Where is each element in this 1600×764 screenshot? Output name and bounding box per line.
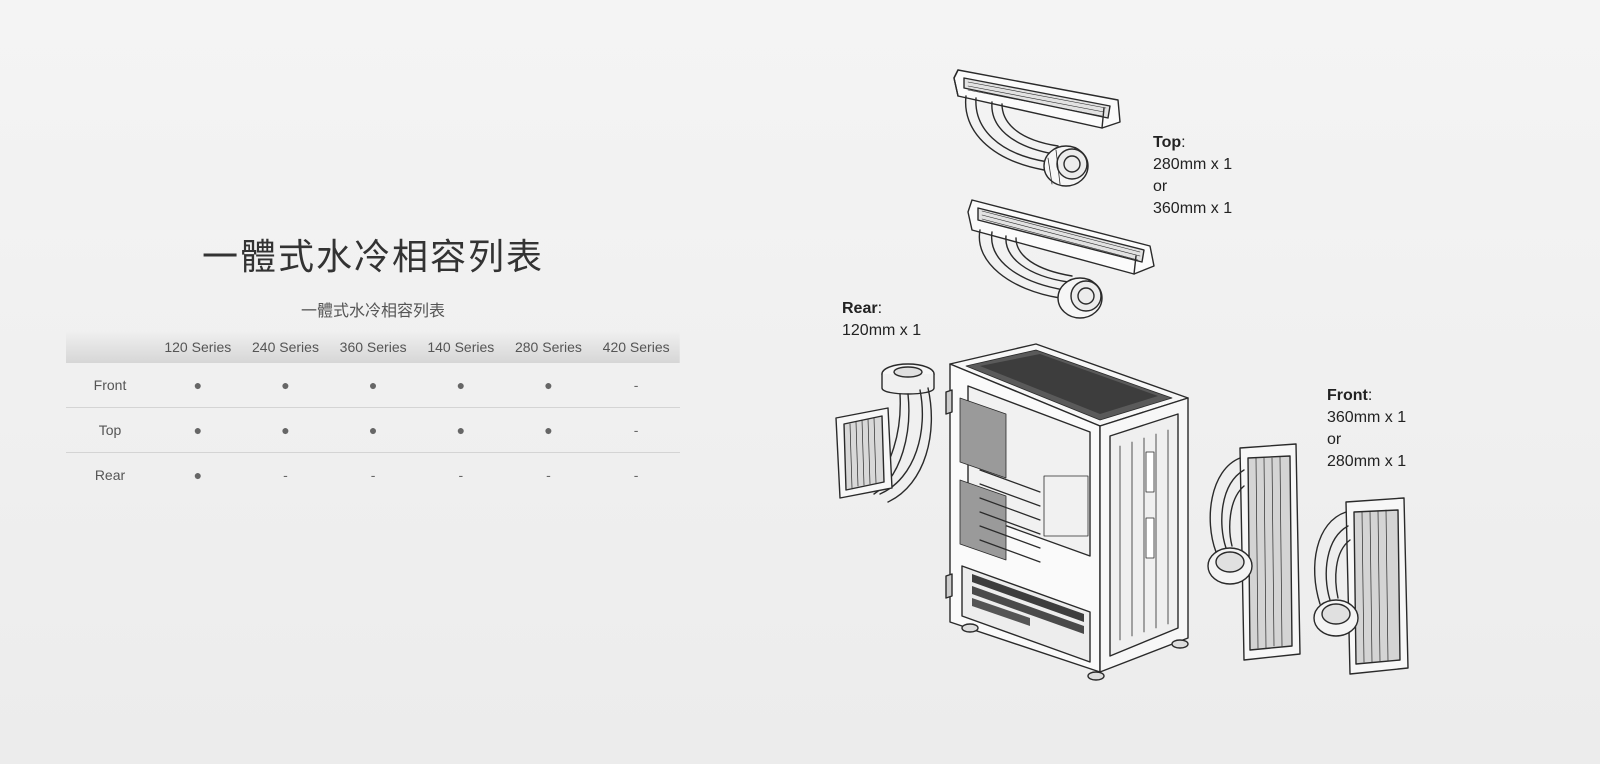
annotation-top-line-3: 360mm x 1: [1153, 200, 1233, 217]
table-row-rear: Rear ● - - - - -: [66, 453, 680, 498]
row-label-top: Top: [66, 407, 154, 453]
row-label-rear: Rear: [94, 467, 126, 483]
cell-top-240: ●: [241, 407, 330, 453]
annotation-front-line-2: or: [1327, 431, 1342, 448]
cell-top-280: ●: [504, 407, 593, 453]
front-radiator-360-drawing: [1207, 443, 1301, 661]
annotation-front-colon: :: [1367, 387, 1373, 404]
column-header-360-series: 360 Series: [339, 339, 407, 355]
compatibility-table: 120 Series 240 Series 360 Series 140 Ser…: [66, 331, 680, 497]
annotation-rear-title: Rear: [842, 300, 878, 317]
cell-front-360: ●: [329, 363, 417, 408]
annotation-rear: Rear: 120mm x 1: [842, 298, 921, 342]
annotation-rear-line-1: 120mm x 1: [842, 322, 922, 339]
column-header-420-series: 420 Series: [602, 339, 670, 355]
cell-rear-140: -: [458, 467, 464, 483]
cell-front-240: ●: [241, 363, 330, 408]
annotation-top-line-1: 280mm x 1: [1153, 156, 1233, 173]
cell-top-140: ●: [416, 407, 505, 453]
front-radiator-280-drawing: [1313, 497, 1409, 675]
cell-rear-360: -: [370, 467, 376, 483]
cell-rear-420: -: [633, 467, 639, 483]
table-row-front: Front ● ● ● ● ● -: [66, 363, 680, 408]
cell-front-140: ●: [416, 363, 505, 408]
annotation-front-title: Front: [1327, 387, 1368, 404]
annotation-top-colon: :: [1181, 134, 1186, 151]
table-header-row: 120 Series 240 Series 360 Series 140 Ser…: [66, 331, 680, 363]
row-label-front: Front: [66, 363, 154, 408]
annotation-top-line-2: or: [1153, 178, 1168, 195]
annotation-top-title: Top: [1153, 134, 1182, 151]
cell-rear-280: -: [546, 467, 551, 483]
cell-top-420: -: [592, 407, 680, 453]
cell-top-360: ●: [329, 407, 417, 453]
annotation-front-line-3: 280mm x 1: [1327, 453, 1407, 470]
top-radiator-280-drawing: [953, 69, 1121, 187]
table-caption: 一體式水冷相容列表: [300, 301, 445, 320]
cell-rear-240: -: [283, 467, 288, 483]
table-row-top: Top ● ● ● ● ● -: [66, 407, 680, 453]
cell-top-120: ●: [154, 407, 242, 453]
annotation-front: Front: 360mm x 1 or 280mm x 1: [1327, 385, 1406, 473]
column-header-140-series: 140 Series: [427, 339, 495, 355]
rear-radiator-120-drawing: [835, 363, 935, 503]
annotation-rear-colon: :: [877, 300, 883, 317]
annotation-top: Top: 280mm x 1 or 360mm x 1: [1153, 132, 1232, 220]
column-header-280-series: 280 Series: [514, 339, 582, 355]
cell-rear-120: ●: [193, 467, 203, 483]
column-header-120-series: 120 Series: [164, 339, 232, 355]
cell-front-420: -: [592, 363, 680, 408]
cell-front-280: ●: [504, 363, 593, 408]
page-heading: 一體式水冷相容列表: [201, 237, 544, 278]
annotation-front-line-1: 360mm x 1: [1327, 409, 1407, 426]
pc-case-drawing: [945, 343, 1189, 681]
column-header-240-series: 240 Series: [252, 339, 319, 355]
cell-front-120: ●: [154, 363, 242, 408]
top-radiator-360-drawing: [967, 199, 1155, 319]
